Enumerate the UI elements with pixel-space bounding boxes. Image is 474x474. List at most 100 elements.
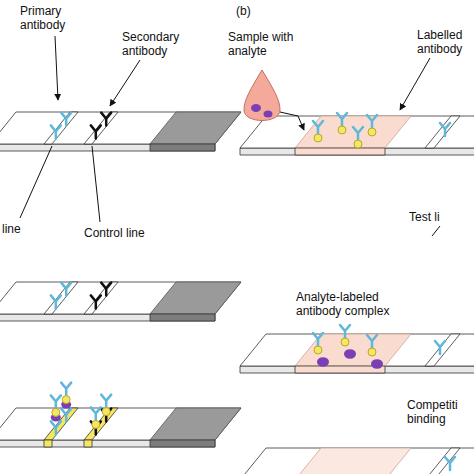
label-particle: [368, 348, 376, 356]
primary-antibody: [445, 457, 455, 470]
label-particle: [341, 338, 349, 346]
strip-face: [240, 334, 474, 366]
strip-zone: [425, 334, 460, 366]
secondary-antibody: [91, 295, 101, 308]
secondary-antibody: [91, 421, 101, 434]
primary-antibody: [435, 341, 445, 354]
primary-antibody: [61, 283, 71, 296]
label-text: Secondary antibody: [122, 30, 202, 58]
test-strip: [240, 116, 474, 155]
primary-antibody: [51, 295, 61, 308]
primary-antibody: [61, 113, 71, 126]
test-strip: [240, 448, 474, 474]
strip-face: [0, 144, 215, 151]
label-text: line: [2, 222, 42, 236]
strip-zone: [295, 366, 385, 373]
pointer-arrow: [55, 36, 58, 100]
label-particle: [62, 396, 70, 404]
labelled-antibody: [101, 395, 111, 408]
label-particle: [52, 408, 60, 416]
labelled-antibody: [61, 383, 71, 396]
pointer-arrow: [280, 112, 304, 130]
primary-antibody: [440, 123, 450, 136]
strip-face: [240, 448, 474, 474]
strip-zone: [84, 282, 118, 314]
label-text: Sample with analyte: [228, 30, 314, 58]
leader-line: [432, 226, 440, 236]
test-strip: [0, 408, 241, 447]
strip-zone: [295, 148, 385, 155]
labelled-antibody: [51, 395, 61, 408]
label-text: Test li: [409, 210, 471, 224]
strip-zone: [425, 448, 460, 474]
analyte: [264, 110, 273, 117]
label-text: Competiti binding: [407, 398, 471, 426]
strip-zone: [295, 334, 411, 366]
label-text: Control line: [84, 226, 174, 240]
labelled-antibody: [337, 113, 347, 126]
secondary-antibody: [91, 125, 101, 138]
label-particle: [338, 126, 346, 134]
analyte: [344, 349, 356, 359]
strip-zone: [84, 112, 118, 144]
test-strip: [0, 282, 241, 321]
strip-face: [240, 366, 474, 373]
strip-face: [240, 148, 474, 155]
labelled-antibody: [91, 407, 101, 420]
strip-zone: [84, 440, 92, 447]
strip-zone: [150, 144, 215, 151]
labelled-antibody: [313, 333, 323, 346]
primary-antibody: [51, 421, 61, 434]
label-particle: [102, 408, 110, 416]
label-text: (b): [236, 4, 266, 18]
strip-zone: [150, 440, 215, 447]
strip-zone: [150, 282, 241, 314]
label-particle: [368, 128, 376, 136]
strip-zone: [44, 408, 78, 440]
strip-face: [0, 282, 241, 314]
strip-zone: [425, 116, 460, 148]
strip-zone: [44, 282, 78, 314]
labelled-antibody: [367, 115, 377, 128]
pointer-arrow: [400, 58, 430, 110]
test-strip: [240, 334, 474, 373]
label-particle: [92, 420, 100, 428]
strip-face: [0, 314, 215, 321]
strip-zone: [44, 112, 78, 144]
analyte: [317, 357, 329, 367]
labelled-antibody: [313, 121, 323, 134]
strip-zone: [44, 440, 52, 447]
label-text: Analyte-labeled antibody complex: [296, 290, 406, 318]
label-text: Labelled antibody: [417, 28, 471, 56]
label-particle: [314, 346, 322, 354]
strip-zone: [84, 408, 118, 440]
strip-zone: [295, 448, 411, 474]
analyte: [251, 104, 261, 112]
primary-antibody: [51, 125, 61, 138]
leader-line: [20, 146, 52, 218]
strip-zone: [150, 314, 215, 321]
secondary-antibody: [101, 283, 111, 296]
strip-zone: [150, 408, 241, 440]
strip-zone: [150, 112, 241, 144]
primary-antibody: [61, 409, 71, 422]
labelled-antibody: [340, 325, 350, 338]
labelled-antibody: [353, 127, 363, 140]
sample-drop: [244, 70, 280, 121]
secondary-antibody: [101, 409, 111, 422]
pointer-arrow: [110, 60, 140, 106]
test-strip: [0, 112, 241, 151]
labelled-antibody: [367, 335, 377, 348]
strip-face: [0, 440, 215, 447]
label-text: Primary antibody: [20, 4, 90, 32]
strip-zone: [295, 116, 411, 148]
label-particle: [314, 134, 322, 142]
strip-face: [0, 112, 241, 144]
label-particle: [354, 140, 362, 148]
analyte: [371, 359, 383, 369]
strip-face: [0, 408, 241, 440]
leader-line: [92, 146, 100, 222]
strip-face: [240, 116, 474, 148]
